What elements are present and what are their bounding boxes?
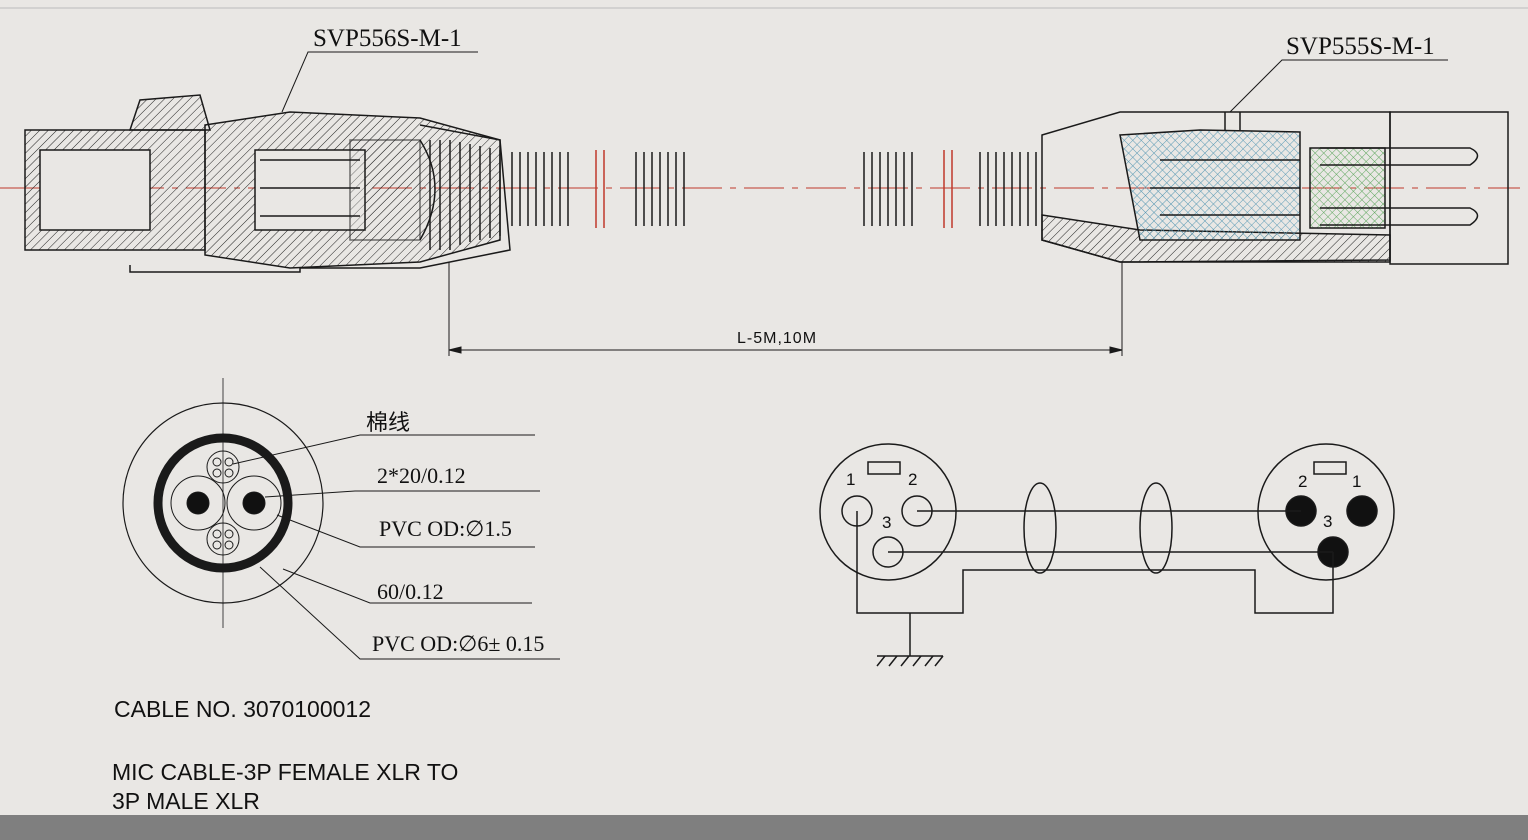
male-pin-2: 2: [1298, 472, 1308, 491]
callout-shield: 60/0.12: [377, 579, 444, 604]
bottom-bar: [0, 815, 1528, 840]
cable-description-line1: MIC CABLE-3P FEMALE XLR TO: [112, 759, 459, 785]
female-connector-part-label: SVP556S-M-1: [313, 25, 462, 52]
callout-cotton-thread: 棉线: [366, 411, 411, 436]
leader-line: [1229, 59, 1448, 113]
female-pin-1: 1: [846, 470, 856, 489]
female-pin-3: 3: [882, 513, 892, 532]
male-connector-part-label: SVP555S-M-1: [1286, 33, 1435, 60]
leader-line: [281, 51, 478, 113]
callout-outer-jacket: PVC OD:∅6± 0.15: [372, 631, 545, 656]
wiring-schematic: [819, 443, 1395, 667]
male-pin-3: 3: [1323, 512, 1333, 531]
cable-strain-relief-spring: [429, 140, 1037, 250]
callout-conductor: 2*20/0.12: [377, 463, 466, 488]
length-dimension-label: L-5M,10M: [737, 330, 818, 347]
callout-inner-insulation: PVC OD:∅1.5: [379, 516, 512, 541]
cable-cross-section: [122, 378, 560, 660]
male-connector-section: [1041, 111, 1509, 265]
female-connector-section: [24, 94, 511, 273]
female-pin-2: 2: [908, 470, 918, 489]
length-dimension-line: [448, 262, 1123, 356]
male-pin-1: 1: [1352, 472, 1362, 491]
cable-description-line2: 3P MALE XLR: [112, 788, 260, 814]
cable-number: CABLE NO. 3070100012: [114, 696, 372, 722]
